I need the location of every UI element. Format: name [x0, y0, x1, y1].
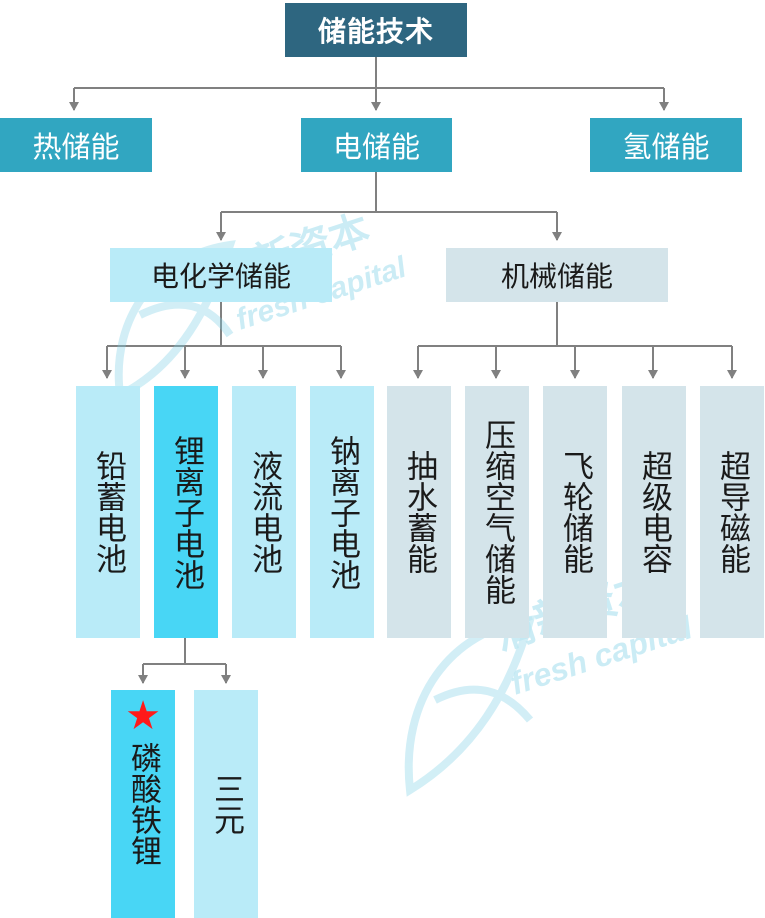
- node-compressed-air: 压缩空气储能: [465, 386, 529, 638]
- node-electrochemical-storage: 电化学储能: [110, 248, 332, 302]
- node-electric-storage: 电储能: [301, 118, 452, 172]
- node-ternary: 三元: [194, 690, 258, 918]
- star-icon: ★: [125, 693, 161, 739]
- node-label: 磷酸铁锂: [125, 742, 161, 866]
- node-hydrogen-storage: 氢储能: [590, 118, 742, 172]
- node-label: 铅蓄电池: [90, 450, 126, 574]
- node-sodium-ion-battery: 钠离子电池: [310, 386, 374, 638]
- node-supercapacitor: 超级电容: [622, 386, 686, 638]
- node-label: 压缩空气储能: [479, 419, 515, 605]
- node-flywheel: 飞轮储能: [543, 386, 607, 638]
- node-label: 超导磁能: [714, 450, 750, 574]
- node-label: 液流电池: [246, 450, 282, 574]
- node-thermal-storage: 热储能: [0, 118, 152, 172]
- node-lead-acid-battery: 铅蓄电池: [76, 386, 140, 638]
- node-label: 氢储能: [622, 130, 710, 164]
- node-lithium-ion-battery: 锂离子电池: [154, 386, 218, 638]
- node-superconducting-magnetic: 超导磁能: [700, 386, 764, 638]
- node-label: 三元: [208, 773, 244, 835]
- node-label: 电化学储能: [150, 260, 291, 293]
- node-mechanical-storage: 机械储能: [446, 248, 668, 302]
- root-label: 储能技术: [317, 15, 434, 48]
- node-label: 超级电容: [636, 450, 672, 574]
- root-node: 储能技术: [285, 3, 467, 57]
- node-label: 钠离子电池: [324, 434, 360, 590]
- node-flow-battery: 液流电池: [232, 386, 296, 638]
- node-label: 抽水蓄能: [401, 450, 437, 574]
- node-pumped-hydro: 抽水蓄能: [387, 386, 451, 638]
- node-label: 机械储能: [500, 260, 613, 293]
- node-label: 飞轮储能: [557, 450, 593, 574]
- node-label: 电储能: [332, 130, 420, 164]
- node-label: 热储能: [32, 130, 120, 164]
- node-lfp: ★ 磷酸铁锂: [111, 690, 175, 918]
- node-label: 锂离子电池: [168, 434, 204, 590]
